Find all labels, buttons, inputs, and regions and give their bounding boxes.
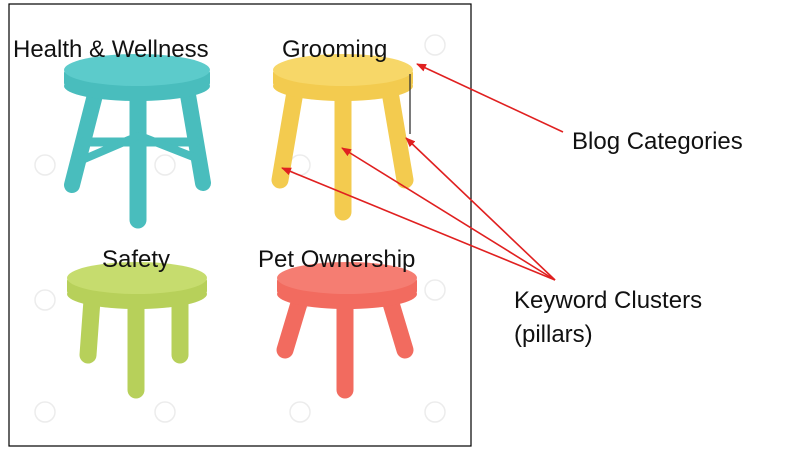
label-safety: Safety [102, 246, 171, 273]
annotation-arrows [281, 63, 564, 281]
arrow-cluster-left [281, 167, 556, 281]
label-pet-ownership: Pet Ownership [258, 246, 416, 273]
stool-safety [67, 262, 207, 399]
arrow-cluster-middle [341, 147, 556, 281]
label-blog-categories: Blog Categories [572, 128, 743, 155]
arrow-cluster-right [405, 137, 556, 281]
label-pillars: (pillars) [514, 321, 593, 348]
label-health-wellness: Health & Wellness [13, 36, 209, 63]
stool-health-wellness [64, 54, 211, 229]
stool-pet-ownership [276, 262, 417, 399]
arrow-blog-categories [416, 63, 564, 133]
label-grooming: Grooming [282, 36, 388, 63]
label-keyword-clusters: Keyword Clusters [514, 287, 703, 314]
stool-grooming [271, 54, 414, 221]
